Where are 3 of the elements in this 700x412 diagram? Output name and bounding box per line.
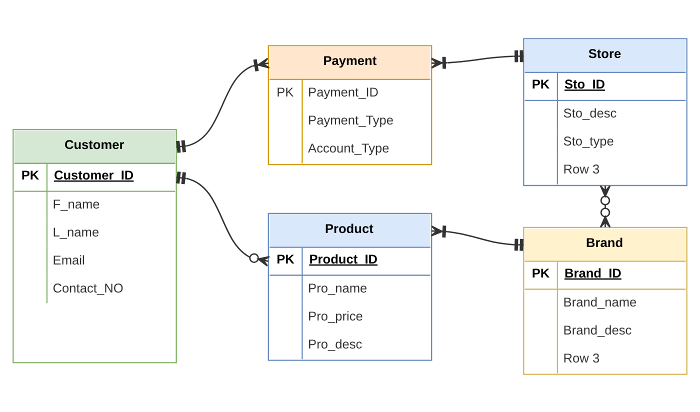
connector bbox=[176, 57, 270, 152]
connector bbox=[600, 184, 611, 228]
connector bbox=[176, 171, 270, 266]
